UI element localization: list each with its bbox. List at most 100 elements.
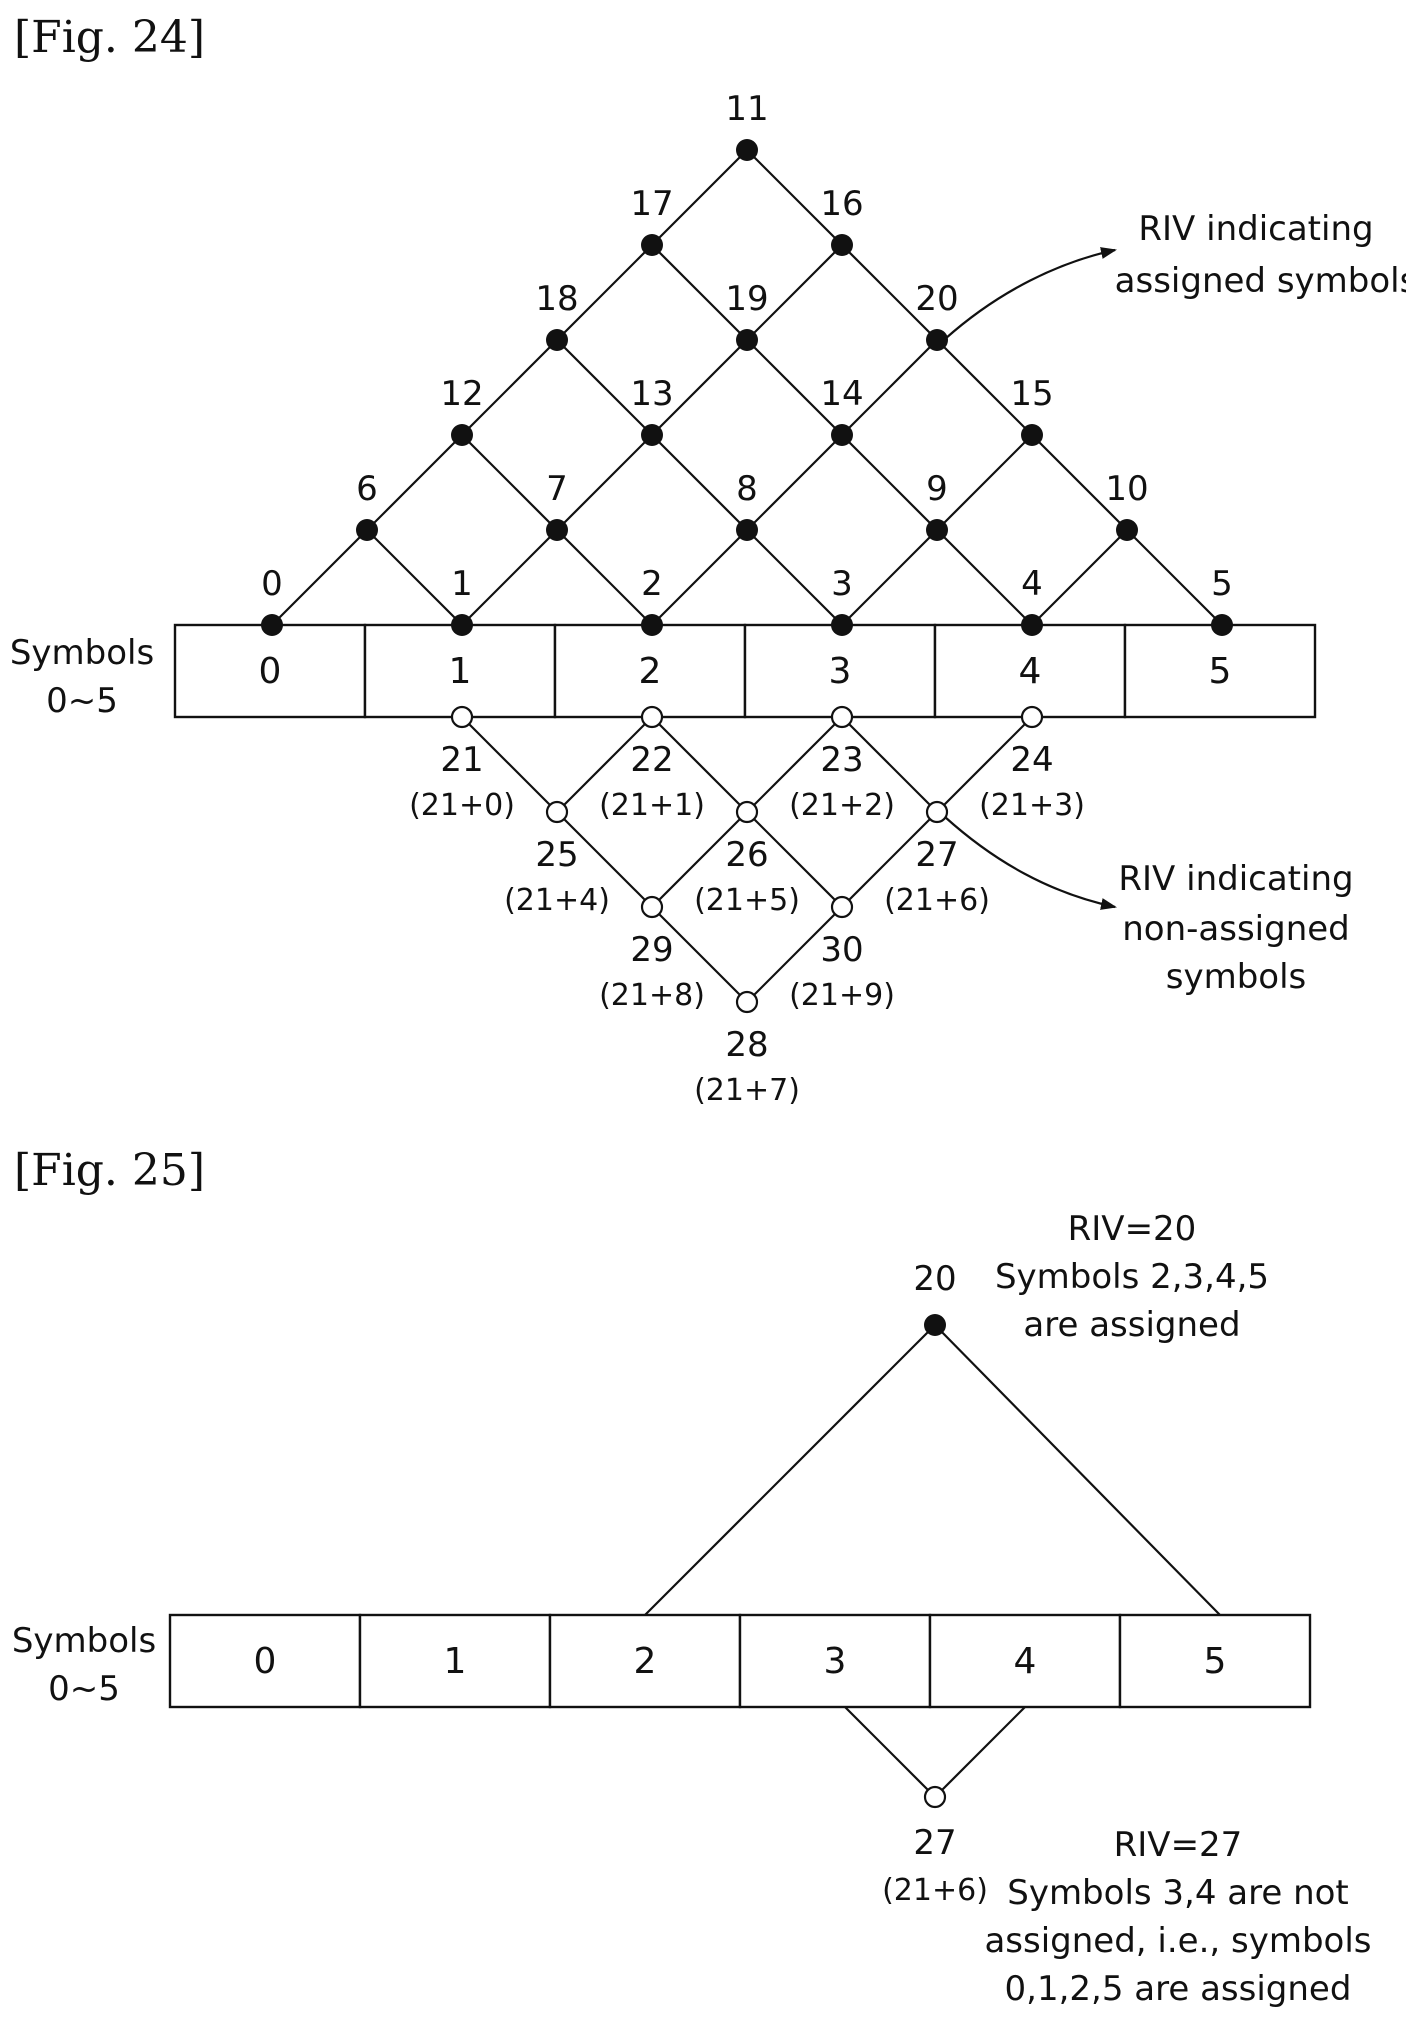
fig24-symbol-cell-3: 3 (745, 625, 935, 717)
svg-text:0: 0 (261, 564, 283, 604)
fig25-note-bottom: RIV=27 Symbols 3,4 are not assigned, i.e… (984, 1825, 1371, 2009)
fig24-node-riv6: 6 (356, 469, 378, 541)
fig25-title: [Fig. 25] (14, 1145, 205, 1196)
svg-text:Symbols 3,4 are not: Symbols 3,4 are not (1007, 1873, 1349, 1913)
fig24-node-riv8: 8 (736, 469, 758, 541)
fig25-symbols-label: Symbols 0~5 (12, 1621, 156, 1709)
fig24-node-riv30: 30 (21+9) (789, 897, 895, 1013)
svg-text:28: 28 (725, 1025, 768, 1065)
fig24-node-riv3: 3 (831, 564, 853, 636)
svg-text:11: 11 (725, 89, 768, 129)
svg-text:4: 4 (1014, 1641, 1037, 1682)
fig24-node-riv19: 19 (725, 279, 768, 351)
svg-text:6: 6 (356, 469, 378, 509)
svg-text:17: 17 (630, 184, 673, 224)
fig25-node-riv27: 27 (21+6) (882, 1787, 988, 1908)
svg-text:19: 19 (725, 279, 768, 319)
svg-text:(21+5): (21+5) (694, 883, 800, 918)
svg-text:(21+1): (21+1) (599, 788, 705, 823)
svg-text:3: 3 (831, 564, 853, 604)
svg-text:0,1,2,5 are assigned: 0,1,2,5 are assigned (1005, 1969, 1352, 2009)
svg-text:18: 18 (535, 279, 578, 319)
svg-text:assigned symbols: assigned symbols (1115, 261, 1406, 301)
fig24-nodes: 0123456789101213141518192017161121(21+0)… (261, 89, 1233, 1108)
fig24-node-riv9: 9 (926, 469, 948, 541)
svg-text:0~5: 0~5 (46, 681, 118, 721)
svg-text:1: 1 (451, 564, 473, 604)
svg-text:are assigned: are assigned (1023, 1305, 1240, 1345)
svg-text:16: 16 (820, 184, 863, 224)
svg-text:27: 27 (913, 1823, 956, 1863)
svg-text:27: 27 (915, 835, 958, 875)
svg-text:5: 5 (1211, 564, 1233, 604)
fig25-edges (645, 1325, 1220, 1797)
fig25-symbol-cell-1: 1 (360, 1615, 550, 1707)
fig25-note-top: RIV=20 Symbols 2,3,4,5 are assigned (995, 1209, 1269, 1345)
svg-text:24: 24 (1010, 740, 1053, 780)
svg-text:(21+2): (21+2) (789, 788, 895, 823)
svg-text:7: 7 (546, 469, 568, 509)
fig24-node-riv21: 21 (21+0) (409, 707, 515, 823)
svg-text:12: 12 (440, 374, 483, 414)
fig24-assigned-arrow (945, 250, 1115, 339)
svg-text:(21+0): (21+0) (409, 788, 515, 823)
fig24-node-riv18: 18 (535, 279, 578, 351)
svg-text:21: 21 (440, 740, 483, 780)
fig24-symbol-cell-2: 2 (555, 625, 745, 717)
fig24-symbols-label: Symbols 0~5 (10, 633, 154, 721)
svg-text:(21+6): (21+6) (884, 883, 990, 918)
svg-text:(21+9): (21+9) (789, 978, 895, 1013)
svg-text:2: 2 (639, 651, 662, 692)
svg-text:0~5: 0~5 (48, 1669, 120, 1709)
fig24-symbol-cell-4: 4 (935, 625, 1125, 717)
svg-text:Symbols 2,3,4,5: Symbols 2,3,4,5 (995, 1257, 1269, 1297)
svg-text:1: 1 (444, 1641, 467, 1682)
fig24-node-riv15: 15 (1010, 374, 1053, 446)
svg-text:30: 30 (820, 930, 863, 970)
svg-text:Symbols: Symbols (10, 633, 154, 673)
fig24-node-riv23: 23(21+2) (789, 707, 895, 823)
svg-text:8: 8 (736, 469, 758, 509)
fig24-node-riv4: 4 (1021, 564, 1043, 636)
fig24-node-riv27: 27 (21+6) (884, 802, 990, 918)
fig25-node-riv20: 20 (913, 1259, 956, 1336)
svg-text:4: 4 (1019, 651, 1042, 692)
fig24-symbol-cell-0: 0 (175, 625, 365, 717)
fig25-symbol-cell-4: 4 (930, 1615, 1120, 1707)
fig25-symbol-cell-3: 3 (740, 1615, 930, 1707)
fig25-symbol-row: 012345 (170, 1615, 1310, 1707)
fig24-node-riv0: 0 (261, 564, 283, 636)
svg-text:14: 14 (820, 374, 863, 414)
fig24-node-riv20: 20 (915, 279, 958, 351)
svg-text:22: 22 (630, 740, 673, 780)
fig24-node-riv7: 7 (546, 469, 568, 541)
svg-text:3: 3 (824, 1641, 847, 1682)
svg-text:RIV=27: RIV=27 (1114, 1825, 1243, 1865)
svg-text:5: 5 (1204, 1641, 1227, 1682)
fig24-node-riv28: 28(21+7) (694, 992, 800, 1108)
fig25-symbol-cell-2: 2 (550, 1615, 740, 1707)
fig24-node-riv10: 10 (1105, 469, 1148, 541)
svg-text:2: 2 (641, 564, 663, 604)
svg-text:assigned, i.e., symbols: assigned, i.e., symbols (984, 1921, 1371, 1961)
svg-text:9: 9 (926, 469, 948, 509)
fig24-symbol-cell-5: 5 (1125, 625, 1315, 717)
svg-text:RIV indicating: RIV indicating (1138, 209, 1373, 249)
fig24-node-riv25: 25(21+4) (504, 802, 610, 918)
fig24-node-riv26: 26 (21+5) (694, 802, 800, 918)
svg-text:symbols: symbols (1166, 957, 1307, 997)
svg-text:29: 29 (630, 930, 673, 970)
fig24-node-riv17: 17 (630, 184, 673, 256)
svg-text:20: 20 (913, 1259, 956, 1299)
svg-text:3: 3 (829, 651, 852, 692)
svg-text:26: 26 (725, 835, 768, 875)
fig24-node-riv16: 16 (820, 184, 863, 256)
svg-text:0: 0 (259, 651, 282, 692)
fig24-node-riv5: 5 (1211, 564, 1233, 636)
fig24-node-riv2: 2 (641, 564, 663, 636)
fig24-node-riv29: 29(21+8) (599, 897, 705, 1013)
svg-text:15: 15 (1010, 374, 1053, 414)
svg-text:RIV indicating: RIV indicating (1118, 859, 1353, 899)
